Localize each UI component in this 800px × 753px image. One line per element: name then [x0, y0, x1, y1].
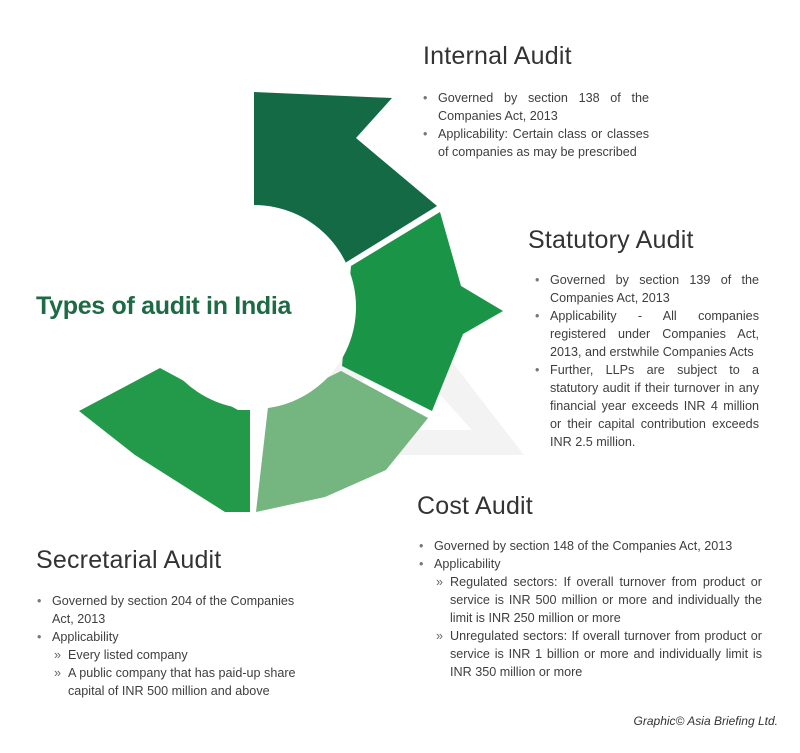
sub-list-item: Every listed company	[52, 646, 300, 664]
list-item-label: Applicability	[434, 557, 501, 571]
segment-cost-audit	[256, 371, 428, 512]
sub-list-item: A public company that has paid-up share …	[52, 664, 300, 700]
cost-audit-list: Governed by section 148 of the Companies…	[417, 537, 762, 681]
cost-audit-heading: Cost Audit	[417, 492, 533, 520]
list-item: Applicability Every listed company A pub…	[35, 628, 300, 700]
list-item: Governed by section 138 of the Companies…	[421, 89, 649, 125]
page-title: Types of audit in India	[36, 292, 292, 320]
segment-statutory-audit	[342, 212, 503, 411]
list-item: Governed by section 204 of the Companies…	[35, 592, 300, 628]
cost-audit-sublist: Regulated sectors: If overall turnover f…	[434, 573, 762, 681]
list-item: Governed by section 139 of the Companies…	[533, 271, 759, 307]
secretarial-audit-list: Governed by section 204 of the Companies…	[35, 592, 300, 700]
internal-audit-list: Governed by section 138 of the Companies…	[421, 89, 649, 161]
list-item: Governed by section 148 of the Companies…	[417, 537, 762, 555]
list-item-label: Applicability	[52, 630, 119, 644]
list-item: Applicability: Certain class or classes …	[421, 125, 649, 161]
internal-audit-heading: Internal Audit	[423, 42, 572, 70]
list-item: Applicability - All companies registered…	[533, 307, 759, 361]
graphic-credit: Graphic© Asia Briefing Ltd.	[633, 714, 778, 728]
secretarial-audit-sublist: Every listed company A public company th…	[52, 646, 300, 700]
sub-list-item: Unregulated sectors: If overall turnover…	[434, 627, 762, 681]
segment-secretarial-audit	[79, 368, 250, 512]
list-item: Applicability Regulated sectors: If over…	[417, 555, 762, 681]
list-item: Further, LLPs are subject to a statutory…	[533, 361, 759, 451]
statutory-audit-heading: Statutory Audit	[528, 226, 694, 254]
sub-list-item: Regulated sectors: If overall turnover f…	[434, 573, 762, 627]
secretarial-audit-heading: Secretarial Audit	[36, 546, 222, 574]
statutory-audit-list: Governed by section 139 of the Companies…	[533, 271, 759, 451]
diagram-center-hole	[152, 205, 356, 409]
